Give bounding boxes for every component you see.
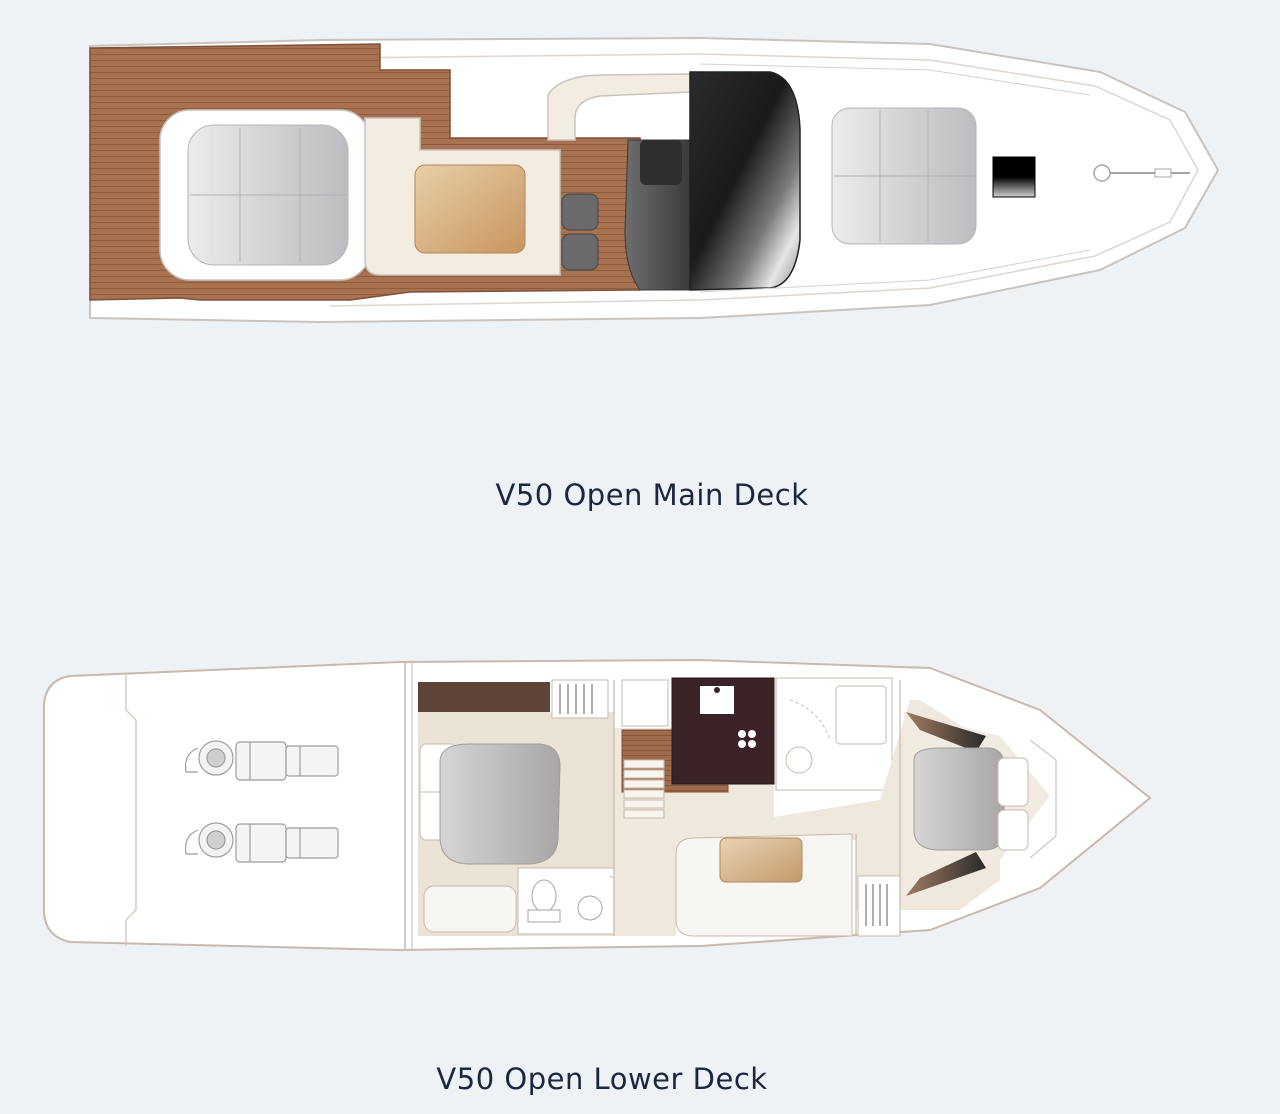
lower-deck-bulkheads bbox=[613, 678, 901, 936]
anchor-windlass bbox=[1093, 164, 1190, 182]
foredeck-hatch bbox=[992, 156, 1036, 198]
forward-heads bbox=[775, 677, 893, 791]
main-deck-inner-line bbox=[329, 53, 1199, 307]
aft-cabin-berth bbox=[419, 743, 561, 865]
curved-lounger bbox=[547, 73, 691, 141]
stair-steps bbox=[623, 759, 665, 819]
aft-cabin-wardrobe bbox=[551, 679, 609, 719]
aft-cabin-locker bbox=[418, 682, 550, 712]
aft-cabin-sofa bbox=[423, 885, 517, 933]
side-rail-port bbox=[699, 63, 1091, 96]
engine-starboard bbox=[184, 822, 339, 863]
helm-seats bbox=[561, 193, 599, 271]
aft-sunpad bbox=[187, 124, 349, 266]
side-rail-starboard bbox=[699, 249, 1091, 293]
main-deck-plan bbox=[89, 36, 1220, 324]
lower-deck-caption: V50 Open Lower Deck bbox=[436, 1062, 768, 1096]
engine-port bbox=[184, 740, 339, 781]
main-deck-caption: V50 Open Main Deck bbox=[495, 478, 809, 512]
windscreen bbox=[689, 71, 801, 291]
companionway-hatch bbox=[621, 679, 669, 727]
saloon-sofa bbox=[675, 833, 853, 937]
saloon-wardrobe bbox=[857, 875, 901, 937]
helm-binnacle bbox=[640, 140, 682, 185]
foredeck-sunpad bbox=[831, 107, 977, 245]
lower-deck-plan bbox=[43, 658, 1152, 952]
cockpit-table bbox=[414, 164, 526, 254]
engine-room-outline bbox=[125, 672, 137, 946]
saloon-corridor bbox=[614, 700, 1000, 936]
forward-cabin bbox=[904, 712, 1057, 900]
galley-unit bbox=[671, 677, 775, 785]
